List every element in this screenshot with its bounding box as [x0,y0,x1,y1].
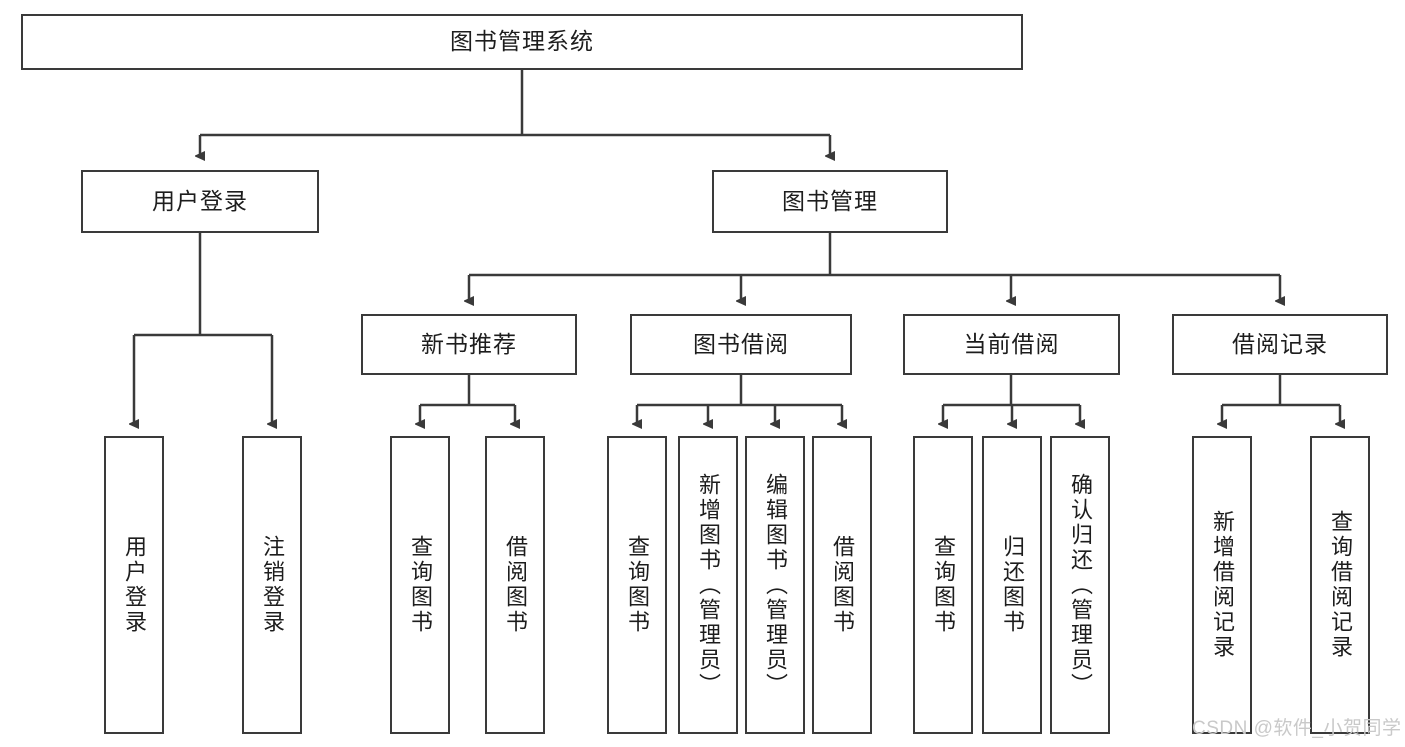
leaf-borrow-record-add[interactable]: 新增借阅记录 [1192,436,1252,734]
leaf-current-borrow-confirm-admin[interactable]: 确认归还（管理员） [1050,436,1110,734]
node-label: 图书管理 [782,187,878,214]
node-book-management[interactable]: 图书管理 [712,170,948,233]
node-label: 查询图书 [625,535,650,635]
node-label: 归还图书 [1000,535,1025,635]
node-label: 借阅图书 [503,535,528,635]
node-current-borrow[interactable]: 当前借阅 [903,314,1120,375]
node-label: 确认归还（管理员） [1068,472,1093,698]
leaf-borrow-record-query[interactable]: 查询借阅记录 [1310,436,1370,734]
node-label: 新增借阅记录 [1210,510,1235,660]
node-label: 借阅记录 [1232,330,1328,357]
node-user-login[interactable]: 用户登录 [81,170,319,233]
leaf-book-borrow-borrow[interactable]: 借阅图书 [812,436,872,734]
node-root-book-management-system[interactable]: 图书管理系统 [21,14,1023,70]
node-book-borrow[interactable]: 图书借阅 [630,314,852,375]
node-label: 注销登录 [260,535,285,635]
node-label: 用户登录 [152,187,248,214]
node-label: 图书管理系统 [450,28,594,55]
node-label: 查询图书 [931,535,956,635]
leaf-book-borrow-add-admin[interactable]: 新增图书（管理员） [678,436,738,734]
leaf-new-book-borrow[interactable]: 借阅图书 [485,436,545,734]
node-borrow-record[interactable]: 借阅记录 [1172,314,1388,375]
node-label: 新增图书（管理员） [696,472,721,698]
node-label: 新书推荐 [421,330,517,357]
leaf-user-login-login[interactable]: 用户登录 [104,436,164,734]
node-label: 编辑图书（管理员） [763,472,788,698]
node-label: 借阅图书 [830,535,855,635]
node-new-book-recommend[interactable]: 新书推荐 [361,314,577,375]
watermark-text: CSDN @软件_小贺同学 [1192,718,1402,739]
node-label: 用户登录 [122,535,147,635]
leaf-user-login-logout[interactable]: 注销登录 [242,436,302,734]
leaf-book-borrow-edit-admin[interactable]: 编辑图书（管理员） [745,436,805,734]
node-label: 当前借阅 [963,330,1060,357]
node-label: 图书借阅 [693,330,789,357]
leaf-current-borrow-query[interactable]: 查询图书 [913,436,973,734]
leaf-new-book-query[interactable]: 查询图书 [390,436,450,734]
node-label: 查询借阅记录 [1328,510,1353,660]
node-label: 查询图书 [408,535,433,635]
leaf-current-borrow-return[interactable]: 归还图书 [982,436,1042,734]
leaf-book-borrow-query[interactable]: 查询图书 [607,436,667,734]
